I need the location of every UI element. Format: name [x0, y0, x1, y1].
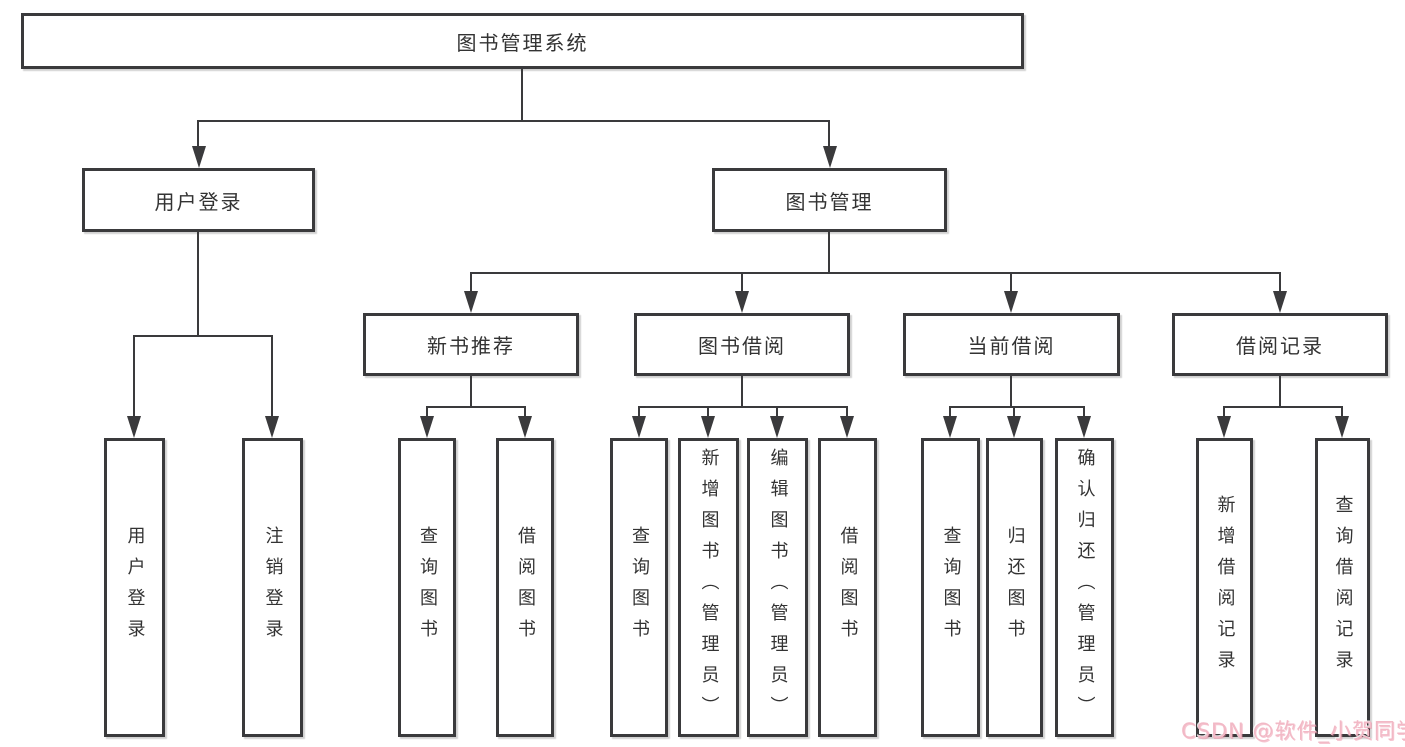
connector-line-vertical — [1341, 406, 1343, 418]
connector-line-vertical — [638, 406, 640, 418]
connector-line-vertical — [197, 231, 199, 335]
arrowhead-down-icon — [823, 146, 837, 168]
arrowhead-down-icon — [127, 416, 141, 438]
connector-line-vertical — [741, 374, 743, 406]
leaf-query-borrow-record: 查询借阅记录 — [1315, 438, 1370, 737]
leaf-logout: 注销登录 — [242, 438, 303, 737]
leaf-add-borrow-record: 新增借阅记录 — [1196, 438, 1253, 737]
leaf-return-books: 归还图书 — [986, 438, 1043, 737]
connector-line-vertical — [846, 406, 848, 418]
connector-line-vertical — [197, 120, 199, 148]
connector-line-horizontal — [427, 406, 525, 408]
connector-line-vertical — [707, 406, 709, 418]
connector-line-vertical — [1279, 272, 1281, 293]
node-book-management: 图书管理 — [712, 168, 947, 232]
connector-line-vertical — [271, 335, 273, 418]
connector-line-vertical — [470, 374, 472, 406]
arrowhead-down-icon — [701, 416, 715, 438]
leaf-edit-books-admin: 编辑图书（管理员） — [747, 438, 808, 737]
arrowhead-down-icon — [735, 291, 749, 313]
arrowhead-down-icon — [1335, 416, 1349, 438]
node-current-borrowing: 当前借阅 — [903, 313, 1120, 376]
connector-line-vertical — [741, 272, 743, 293]
connector-line-vertical — [524, 406, 526, 418]
leaf-query-books-current: 查询图书 — [921, 438, 980, 737]
arrowhead-down-icon — [265, 416, 279, 438]
node-new-book-recommendation: 新书推荐 — [363, 313, 579, 376]
connector-line-vertical — [949, 406, 951, 418]
connector-line-horizontal — [198, 120, 830, 122]
arrowhead-down-icon — [420, 416, 434, 438]
connector-line-vertical — [133, 335, 135, 418]
connector-line-horizontal — [1224, 406, 1342, 408]
node-book-borrowing: 图书借阅 — [634, 313, 850, 376]
arrowhead-down-icon — [770, 416, 784, 438]
connector-line-vertical — [828, 231, 830, 272]
connector-line-horizontal — [639, 406, 847, 408]
connector-line-vertical — [776, 406, 778, 418]
connector-line-vertical — [1083, 406, 1085, 418]
arrowhead-down-icon — [1217, 416, 1231, 438]
connector-line-horizontal — [134, 335, 273, 337]
connector-line-vertical — [1223, 406, 1225, 418]
node-borrowing-records: 借阅记录 — [1172, 313, 1388, 376]
leaf-borrow-books-recommend: 借阅图书 — [496, 438, 554, 737]
connector-line-vertical — [1010, 374, 1012, 406]
leaf-query-books-borrowing: 查询图书 — [610, 438, 668, 737]
arrowhead-down-icon — [1007, 416, 1021, 438]
arrowhead-down-icon — [840, 416, 854, 438]
leaf-add-books-admin: 新增图书（管理员） — [678, 438, 739, 737]
node-user-login: 用户登录 — [82, 168, 315, 232]
arrowhead-down-icon — [464, 291, 478, 313]
connector-line-vertical — [521, 68, 523, 120]
connector-line-horizontal — [471, 272, 1280, 274]
connector-line-vertical — [1013, 406, 1015, 418]
leaf-borrow-books: 借阅图书 — [818, 438, 877, 737]
connector-line-vertical — [470, 272, 472, 293]
arrowhead-down-icon — [518, 416, 532, 438]
node-library-management-system: 图书管理系统 — [21, 13, 1024, 69]
arrowhead-down-icon — [1077, 416, 1091, 438]
arrowhead-down-icon — [943, 416, 957, 438]
leaf-query-books-recommend: 查询图书 — [398, 438, 456, 737]
leaf-user-login: 用户登录 — [104, 438, 165, 737]
connector-line-horizontal — [950, 406, 1084, 408]
arrowhead-down-icon — [1004, 291, 1018, 313]
arrowhead-down-icon — [192, 146, 206, 168]
arrowhead-down-icon — [1273, 291, 1287, 313]
connector-line-vertical — [426, 406, 428, 418]
watermark: CSDN @软件_小贺同学 — [1181, 719, 1405, 743]
connector-line-vertical — [828, 120, 830, 148]
leaf-confirm-return-admin: 确认归还（管理员） — [1055, 438, 1114, 737]
connector-line-vertical — [1279, 374, 1281, 406]
connector-line-vertical — [1010, 272, 1012, 293]
arrowhead-down-icon — [632, 416, 646, 438]
